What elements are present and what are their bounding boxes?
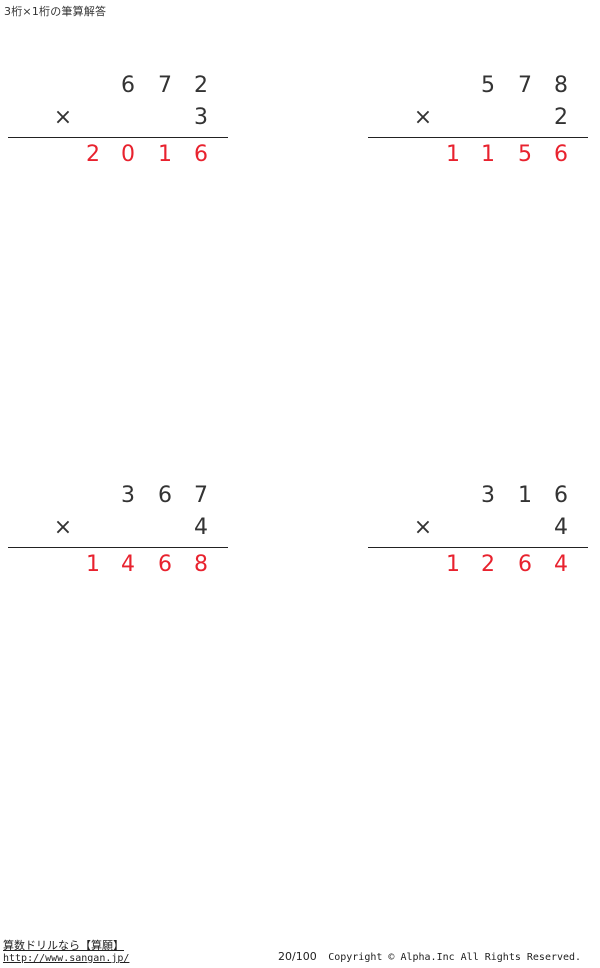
page-title: 3桁×1桁の筆算解答	[4, 5, 107, 18]
answer-digit: 1	[86, 552, 100, 577]
problem-1: 6 7 2 × 3 2 0 1 6	[8, 70, 228, 190]
multiplicand-digit: 3	[121, 483, 135, 508]
answer-digit: 1	[446, 552, 460, 577]
answer-digit: 6	[518, 552, 532, 577]
multiplicand-digit: 7	[158, 73, 172, 98]
multiplicand-row: 6 7 2	[8, 70, 228, 102]
multiplicand-row: 3 1 6	[368, 480, 588, 512]
answer-digit: 6	[158, 552, 172, 577]
answer-digit: 1	[446, 142, 460, 167]
site-url-link[interactable]: http://www.sangan.jp/	[3, 953, 130, 964]
problem-2: 5 7 8 × 2 1 1 5 6	[368, 70, 588, 190]
multiplier-row: × 2	[368, 102, 588, 134]
multiplicand-digit: 1	[518, 483, 532, 508]
result-line	[8, 137, 228, 138]
multiplicand-digit: 6	[121, 73, 135, 98]
times-sign: ×	[413, 515, 433, 540]
answer-row: 1 4 6 8	[8, 549, 228, 581]
multiplicand-digit: 7	[518, 73, 532, 98]
footer-info: 20/100 Copyright © Alpha.Inc All Rights …	[278, 950, 581, 963]
answer-row: 2 0 1 6	[8, 139, 228, 171]
answer-digit: 2	[86, 142, 100, 167]
result-line	[8, 547, 228, 548]
times-sign: ×	[413, 105, 433, 130]
problem-4: 3 1 6 × 4 1 2 6 4	[368, 480, 588, 600]
multiplier-row: × 4	[368, 512, 588, 544]
answer-digit: 4	[554, 552, 568, 577]
multiplier-row: × 4	[8, 512, 228, 544]
answer-digit: 2	[481, 552, 495, 577]
answer-row: 1 1 5 6	[368, 139, 588, 171]
answer-digit: 8	[194, 552, 208, 577]
multiplicand-digit: 2	[194, 73, 208, 98]
answer-digit: 5	[518, 142, 532, 167]
times-sign: ×	[53, 515, 73, 540]
problem-3: 3 6 7 × 4 1 4 6 8	[8, 480, 228, 600]
page-number: 20/100	[278, 950, 317, 963]
answer-digit: 0	[121, 142, 135, 167]
multiplicand-digit: 6	[554, 483, 568, 508]
answer-digit: 6	[194, 142, 208, 167]
answer-digit: 1	[481, 142, 495, 167]
result-line	[368, 547, 588, 548]
multiplicand-digit: 8	[554, 73, 568, 98]
multiplier-digit: 3	[194, 105, 208, 130]
multiplicand-digit: 6	[158, 483, 172, 508]
answer-digit: 6	[554, 142, 568, 167]
multiplier-digit: 2	[554, 105, 568, 130]
brand-link[interactable]: 算数ドリルなら【算願】	[3, 939, 124, 952]
copyright-text: Copyright © Alpha.Inc All Rights Reserve…	[328, 952, 582, 963]
multiplicand-digit: 3	[481, 483, 495, 508]
footer-links: 算数ドリルなら【算願】 http://www.sangan.jp/	[3, 939, 129, 965]
multiplier-digit: 4	[194, 515, 208, 540]
times-sign: ×	[53, 105, 73, 130]
answer-digit: 1	[158, 142, 172, 167]
multiplicand-row: 5 7 8	[368, 70, 588, 102]
multiplicand-digit: 5	[481, 73, 495, 98]
multiplier-row: × 3	[8, 102, 228, 134]
answer-digit: 4	[121, 552, 135, 577]
answer-row: 1 2 6 4	[368, 549, 588, 581]
multiplier-digit: 4	[554, 515, 568, 540]
result-line	[368, 137, 588, 138]
multiplicand-row: 3 6 7	[8, 480, 228, 512]
multiplicand-digit: 7	[194, 483, 208, 508]
